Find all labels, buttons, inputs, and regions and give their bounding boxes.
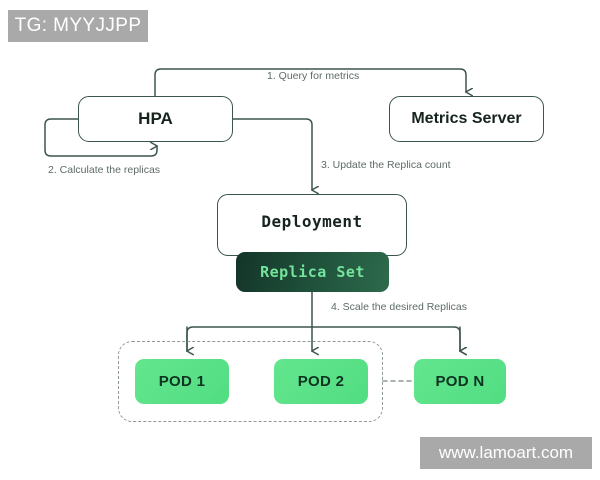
node-replica-set[interactable]: Replica Set — [236, 252, 389, 292]
node-pod-2[interactable]: POD 2 — [274, 359, 368, 404]
node-pod-1[interactable]: POD 1 — [135, 359, 229, 404]
pod-group-container — [118, 341, 383, 422]
edge-label-calculate-replicas: 2. Calculate the replicas — [45, 164, 164, 176]
node-pod-n[interactable]: POD N — [414, 359, 506, 404]
watermark-telegram: TG: MYYJJPP — [8, 10, 148, 42]
edge-update-replica-count — [232, 118, 312, 190]
edge-label-query-for-metrics: 1. Query for metrics — [264, 70, 363, 82]
node-hpa[interactable]: HPA — [78, 96, 233, 142]
watermark-site: www.lamoart.com — [420, 437, 592, 469]
node-deployment[interactable]: Deployment — [217, 194, 407, 256]
edge-label-update-replica-count: 3. Update the Replica count — [318, 159, 454, 171]
node-metrics-server[interactable]: Metrics Server — [389, 96, 544, 142]
edge-label-scale-desired-replicas: 4. Scale the desired Replicas — [328, 301, 470, 313]
